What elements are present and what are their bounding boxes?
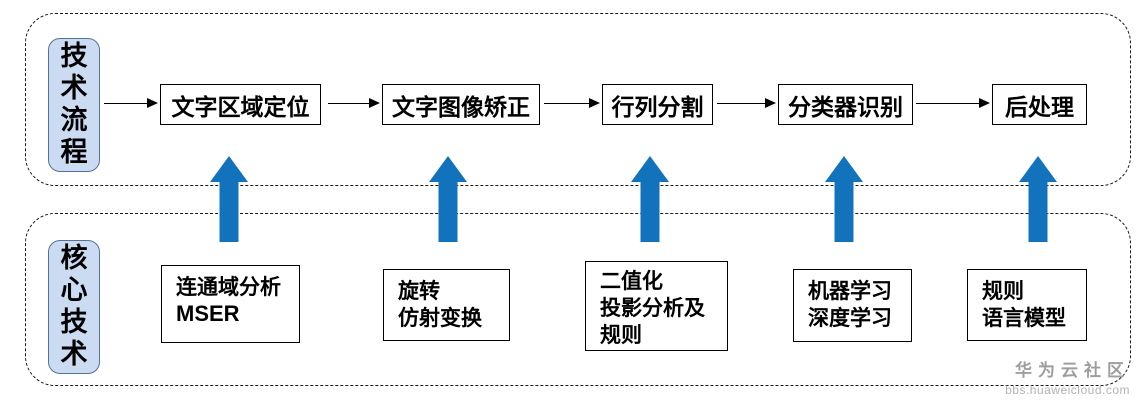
flow-arrow-4 <box>916 97 990 108</box>
up-arrow-icon-2 <box>429 156 467 242</box>
tech-line: 规则 <box>600 322 642 347</box>
step-row-column-segmentation: 行列分割 <box>602 84 713 125</box>
process-section-frame <box>25 13 1131 186</box>
up-arrow-icon-4 <box>825 156 863 242</box>
tech-line: 二值化 <box>600 268 663 293</box>
watermark: 华为云社区 bbs.huaweicloud.com <box>1005 356 1130 397</box>
flow-arrow-1 <box>328 97 380 108</box>
section-label-core-tech-text: 核心技术 <box>60 243 88 370</box>
section-label-process-text: 技术流程 <box>60 41 88 168</box>
step-post-processing: 后处理 <box>992 84 1087 125</box>
watermark-url: bbs.huaweicloud.com <box>1005 383 1130 397</box>
tech-line: 机器学习 <box>808 278 892 303</box>
section-label-core-tech: 核心技术 <box>48 240 100 374</box>
tech-line: 语言模型 <box>982 305 1066 330</box>
flow-arrow-3 <box>717 97 776 108</box>
tech-binarization-projection: 二值化 投影分析及 规则 <box>585 261 728 351</box>
section-label-process: 技术流程 <box>48 38 100 172</box>
up-arrow-icon-5 <box>1019 156 1057 242</box>
tech-line: 投影分析及 <box>600 295 705 320</box>
tech-line: 深度学习 <box>808 305 892 330</box>
step-text-image-rectification: 文字图像矫正 <box>382 84 540 125</box>
up-arrow-icon-1 <box>210 156 248 242</box>
step-text-region-localization: 文字区域定位 <box>160 84 321 125</box>
tech-line: MSER <box>176 301 240 326</box>
tech-line: 连通域分析 <box>176 274 281 299</box>
tech-rules-language-model: 规则 语言模型 <box>967 269 1087 341</box>
watermark-title: 华为云社区 <box>1015 361 1130 380</box>
tech-line: 旋转 <box>398 278 440 303</box>
tech-machine-deep-learning: 机器学习 深度学习 <box>793 269 912 342</box>
tech-connected-components: 连通域分析 MSER <box>161 265 300 343</box>
tech-line: 仿射变换 <box>398 305 482 330</box>
tech-rotation-affine: 旋转 仿射变换 <box>383 269 510 341</box>
flow-arrow-start <box>104 97 158 108</box>
up-arrow-icon-3 <box>631 156 669 242</box>
step-classifier-recognition: 分类器识别 <box>778 84 913 125</box>
core-tech-section-frame <box>25 213 1131 386</box>
flow-arrow-2 <box>544 97 600 108</box>
tech-line: 规则 <box>982 278 1024 303</box>
